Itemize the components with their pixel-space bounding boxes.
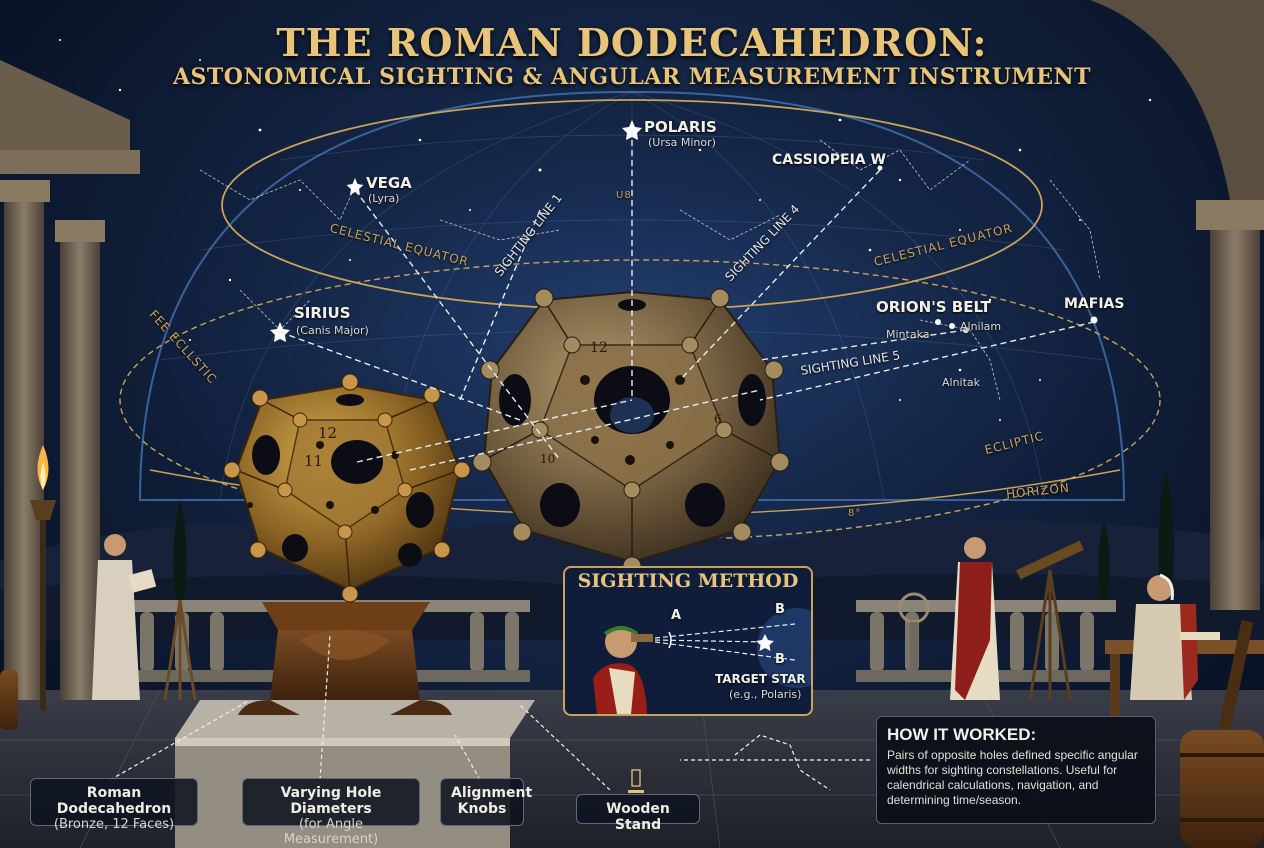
star-label-mafias: MAFIAS xyxy=(1064,296,1125,312)
method-target-star-label: TARGET STAR xyxy=(715,672,806,686)
face-number-left-11: 11 xyxy=(304,452,324,470)
face-number-right-12: 12 xyxy=(590,340,608,356)
star-label-alnilam: Alnilam xyxy=(960,320,1002,333)
callout-holes-sub: (for Angle Measurement) xyxy=(283,817,379,847)
method-target-star-example: (e.g., Polaris) xyxy=(729,688,802,701)
callout-holes-title: Varying Hole Diameters xyxy=(280,785,382,817)
callout-stand-title: Wooden Stand xyxy=(606,801,670,833)
sighting-method-diagram xyxy=(593,608,811,714)
face-number-right-10: 10 xyxy=(540,452,556,466)
star-label-sirius: SIRIUS xyxy=(294,304,351,322)
page-title: THE ROMAN DODECAHEDRON: xyxy=(276,20,988,65)
star-label-alnitak: Alnitak xyxy=(942,376,981,389)
callout-knobs-sub: Knobs xyxy=(457,801,507,817)
how-it-worked-body: Pairs of opposite holes defined specific… xyxy=(887,748,1138,807)
star-label-orions-belt: ORION'S BELT xyxy=(876,298,991,316)
callout-hole-diameters: Varying Hole Diameters (for Angle Measur… xyxy=(242,778,420,847)
face-number-left-12: 12 xyxy=(318,424,338,442)
method-point-a: A xyxy=(671,608,682,623)
marker-deg-label: 8° xyxy=(848,508,862,519)
sighting-method-panel: SIGHTING METHOD A B B TARGET STAR (e.g.,… xyxy=(563,566,813,716)
callout-knobs-title: Alignment xyxy=(451,785,533,801)
method-point-b-bottom: B xyxy=(775,652,785,667)
callout-wooden-stand: Wooden Stand xyxy=(576,794,700,833)
callout-dodecahedron-sub: (Bronze, 12 Faces) xyxy=(53,817,175,832)
star-label-polaris: POLARIS xyxy=(644,118,717,136)
star-label-cassiopeia: CASSIOPEIA W xyxy=(772,152,886,168)
face-number-right-6: 6 xyxy=(714,412,722,426)
callout-alignment-knobs: Alignment Knobs xyxy=(440,778,533,826)
star-sub-sirius: (Canis Major) xyxy=(296,324,369,337)
star-sub-polaris: (Ursa Minor) xyxy=(648,136,716,149)
star-label-mintaka: Mintaka xyxy=(886,328,930,341)
callout-dodecahedron-title: Roman Dodecahedron xyxy=(56,785,172,817)
star-label-vega: VEGA xyxy=(366,174,412,192)
how-it-worked-heading: HOW IT WORKED: xyxy=(887,725,1037,744)
callout-roman-dodecahedron: Roman Dodecahedron (Bronze, 12 Faces) xyxy=(30,778,198,832)
how-it-worked-panel: HOW IT WORKED: Pairs of opposite holes d… xyxy=(876,716,1156,824)
marker-u8-label: U8 xyxy=(616,190,632,201)
sighting-method-title: SIGHTING METHOD xyxy=(577,570,799,592)
star-sub-vega: (Lyra) xyxy=(368,192,400,205)
method-point-b-top: B xyxy=(775,602,785,617)
page-subtitle: ASTONOMICAL SIGHTING & ANGULAR MEASUREME… xyxy=(172,64,1092,90)
